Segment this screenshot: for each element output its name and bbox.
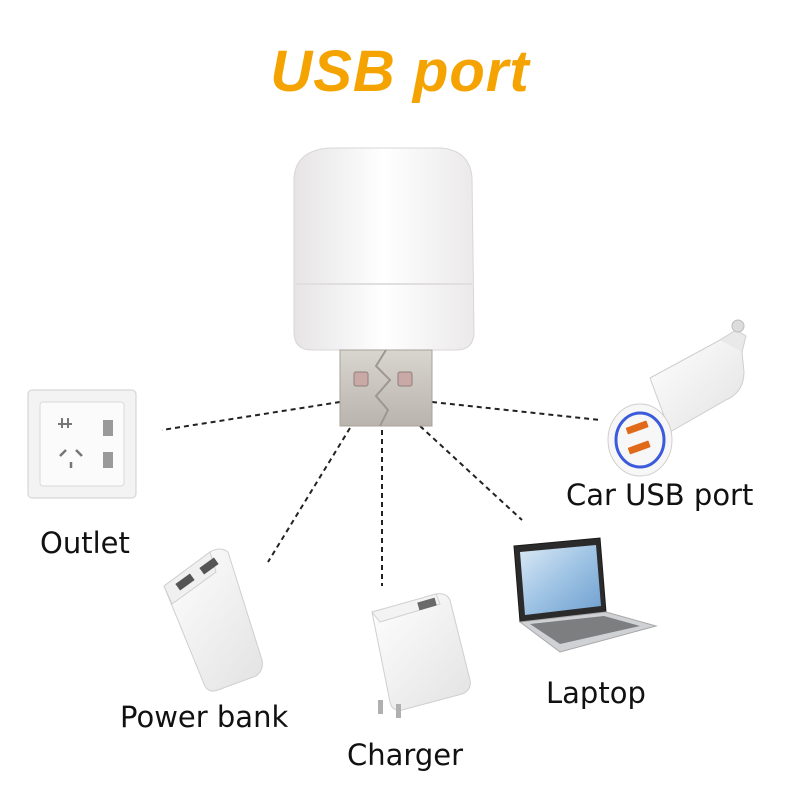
outlet-label: Outlet (40, 526, 130, 560)
car-charger-icon (607, 319, 747, 477)
car-usb-port-label: Car USB port (566, 478, 754, 512)
laptop-icon (513, 537, 658, 653)
line-to-power-bank (267, 427, 351, 563)
line-to-car-port (431, 401, 601, 421)
connector-lines (161, 401, 601, 586)
wall-outlet-icon (27, 389, 137, 499)
usb-lamp-icon (293, 147, 475, 427)
line-to-outlet (161, 401, 341, 431)
page-title: USB port (270, 39, 530, 104)
laptop-label: Laptop (546, 676, 646, 710)
line-to-laptop (419, 425, 523, 521)
charger-label: Charger (347, 738, 463, 772)
power-bank-label: Power bank (120, 700, 289, 734)
power-bank-icon (163, 548, 263, 692)
charger-icon (371, 593, 471, 718)
